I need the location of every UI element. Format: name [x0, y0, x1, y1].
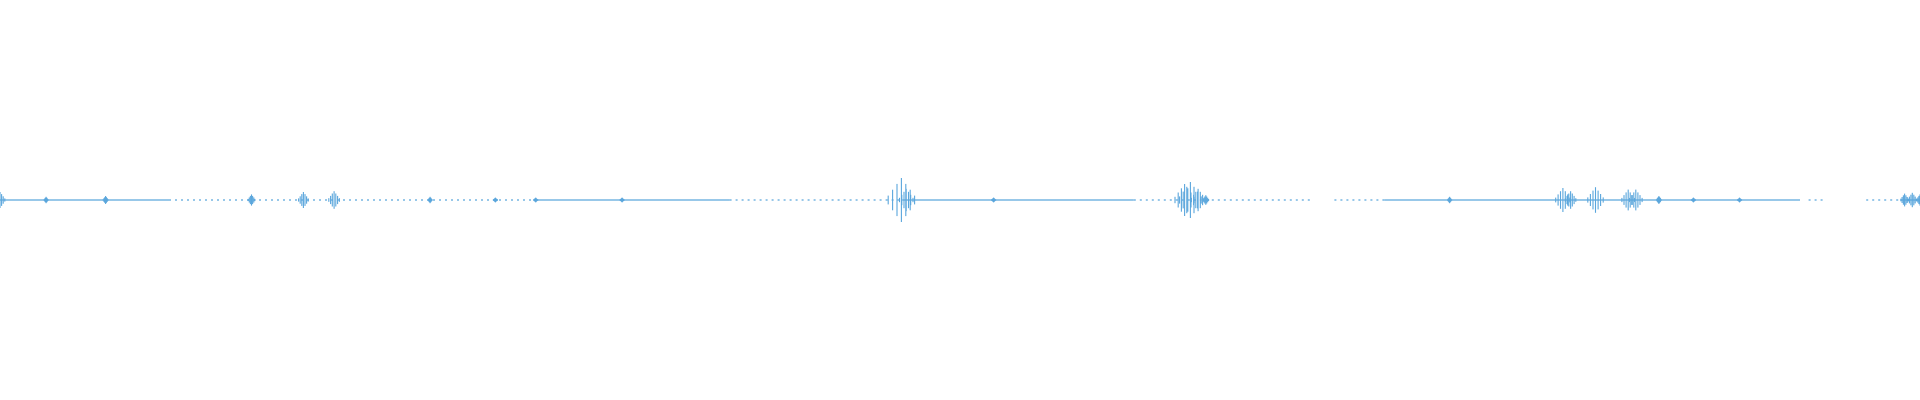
waveform-peak [298, 192, 309, 208]
waveform-peak [619, 197, 625, 203]
waveform-peak [247, 194, 256, 206]
waveform-peak [898, 188, 914, 212]
waveform-peak [1736, 197, 1743, 203]
waveform-peak [1907, 192, 1918, 208]
waveform-peak [1629, 189, 1643, 211]
waveform-peak [328, 191, 340, 209]
waveform-peak [0, 192, 6, 208]
waveform-peak [1690, 197, 1696, 203]
waveform-peak [1655, 196, 1662, 204]
waveform-peak [492, 197, 498, 203]
waveform-peak [1555, 188, 1571, 212]
waveform-peak [1587, 187, 1604, 213]
waveform-peak [1202, 195, 1210, 205]
waveform-peak [43, 196, 49, 204]
waveform-peak [102, 196, 109, 204]
waveform-peak [1564, 191, 1577, 209]
waveform-peak [1621, 189, 1635, 211]
waveform-peak [991, 197, 997, 203]
waveform-peak [533, 197, 539, 203]
waveform-peak [1900, 193, 1910, 207]
waveform-peak [427, 196, 433, 204]
waveform-peak [1447, 196, 1453, 204]
waveform-peak [1916, 194, 1920, 206]
